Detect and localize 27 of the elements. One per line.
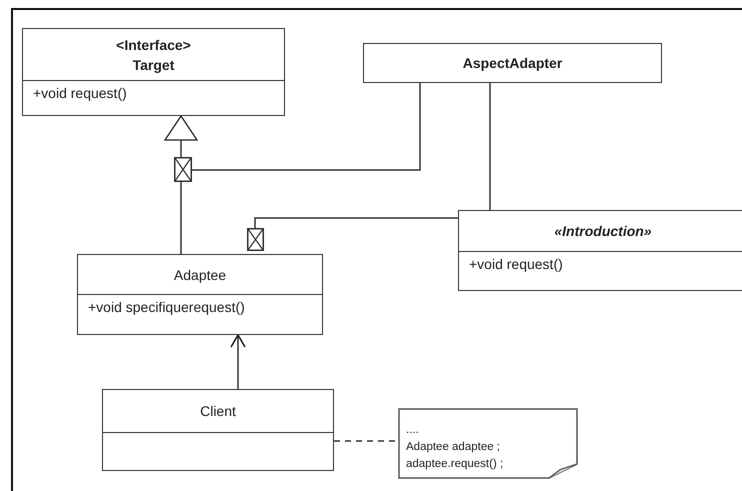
realization-arrow xyxy=(164,115,198,157)
class-box xyxy=(458,210,742,291)
stereotype-label: <Interface> xyxy=(116,36,191,54)
class-box xyxy=(102,389,334,471)
method-text: +void specifiquerequest() xyxy=(88,298,246,317)
connector-line xyxy=(192,83,421,171)
connector-line xyxy=(489,83,491,210)
dashed-connector xyxy=(334,440,398,442)
stereotype-label: «Introduction» xyxy=(554,222,652,241)
class-box xyxy=(363,43,662,83)
class-name: Adaptee xyxy=(174,266,226,284)
method-text: +void request() xyxy=(33,84,128,103)
connector-line xyxy=(180,182,182,254)
class-name: AspectAdapter xyxy=(462,54,562,72)
class-name: Target xyxy=(132,56,174,74)
note-box xyxy=(398,408,578,479)
method-text: +void request() xyxy=(469,255,564,274)
class-name: Client xyxy=(200,402,236,421)
connector-line xyxy=(254,217,458,228)
class-box xyxy=(22,28,285,116)
class-box xyxy=(77,254,323,335)
crossed-square-marker xyxy=(247,228,264,251)
crossed-square-marker xyxy=(174,157,192,182)
note-text: .... xyxy=(406,423,419,438)
note-text: adaptee.request() ; xyxy=(406,457,504,472)
note-text: Adaptee adaptee ; xyxy=(406,440,500,455)
association-arrow xyxy=(230,334,246,389)
